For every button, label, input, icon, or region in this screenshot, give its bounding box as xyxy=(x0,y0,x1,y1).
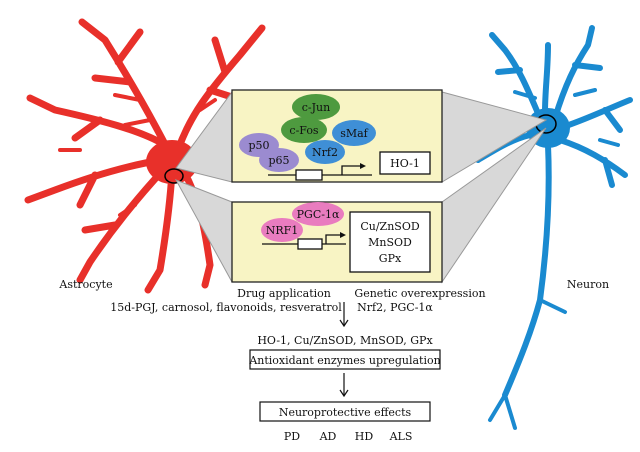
disease-als: ALS xyxy=(389,430,413,443)
upper-promoter xyxy=(268,163,372,181)
svg-text:Nrf2: Nrf2 xyxy=(312,146,338,159)
neuroprotective-effects-box xyxy=(259,401,431,422)
upregulation-box xyxy=(249,349,441,370)
svg-text:PGC-1α: PGC-1α xyxy=(297,208,340,221)
ho1-gene-box xyxy=(379,151,431,175)
enzymes-list: HO-1, Cu/ZnSOD, MnSOD, GPx xyxy=(257,334,433,347)
factor-p65: p65 xyxy=(259,148,299,172)
lower-promoter xyxy=(262,232,346,250)
factor-c-jun: c-Jun xyxy=(292,94,340,120)
factor-nrf2: Nrf2 xyxy=(305,140,345,164)
ho1-gene-label: HO-1 xyxy=(390,157,420,170)
svg-text:sMaf: sMaf xyxy=(340,127,368,140)
genetic-overexpression-title: Genetic overexpression xyxy=(354,287,485,300)
factor-smaf: sMaf xyxy=(332,120,376,146)
svg-text:p65: p65 xyxy=(268,154,289,167)
antioxidant-genes-box xyxy=(349,211,431,273)
gene-mnsod: MnSOD xyxy=(368,236,412,249)
svg-text:c-Jun: c-Jun xyxy=(302,101,330,114)
svg-text:c-Fos: c-Fos xyxy=(289,124,319,137)
disease-ad: AD xyxy=(319,430,337,443)
arrow-to-effects xyxy=(339,373,349,398)
gene-gpx: GPx xyxy=(379,252,402,265)
svg-text:NRF1: NRF1 xyxy=(266,224,299,237)
neuron-label: Neuron xyxy=(567,278,609,291)
factor-pgc1a: PGC-1α xyxy=(292,202,344,226)
arrow-to-enzymes xyxy=(339,302,349,328)
gene-cuznsod: Cu/ZnSOD xyxy=(360,220,419,233)
drug-application-title: Drug application xyxy=(237,287,331,300)
neuroprotective-effects-label: Neuroprotective effects xyxy=(279,406,412,419)
factor-nrf1: NRF1 xyxy=(261,218,303,242)
factor-c-fos: c-Fos xyxy=(281,117,327,143)
upregulation-label: Antioxidant enzymes upregulation xyxy=(248,354,440,367)
astrocyte-label: Astrocyte xyxy=(58,278,112,291)
svg-text:p50: p50 xyxy=(248,139,269,152)
disease-pd: PD xyxy=(284,430,300,443)
astrocyte-nucleus xyxy=(164,168,184,184)
disease-hd: HD xyxy=(355,430,374,443)
genetic-overexpression-items: Nrf2, PGC-1α xyxy=(357,301,433,314)
astrocyte-lower-zoom-connector xyxy=(174,179,233,283)
neuron-cell xyxy=(475,25,633,430)
drug-application-items: 15d-PGJ, carnosol, flavonoids, resveratr… xyxy=(110,301,342,314)
